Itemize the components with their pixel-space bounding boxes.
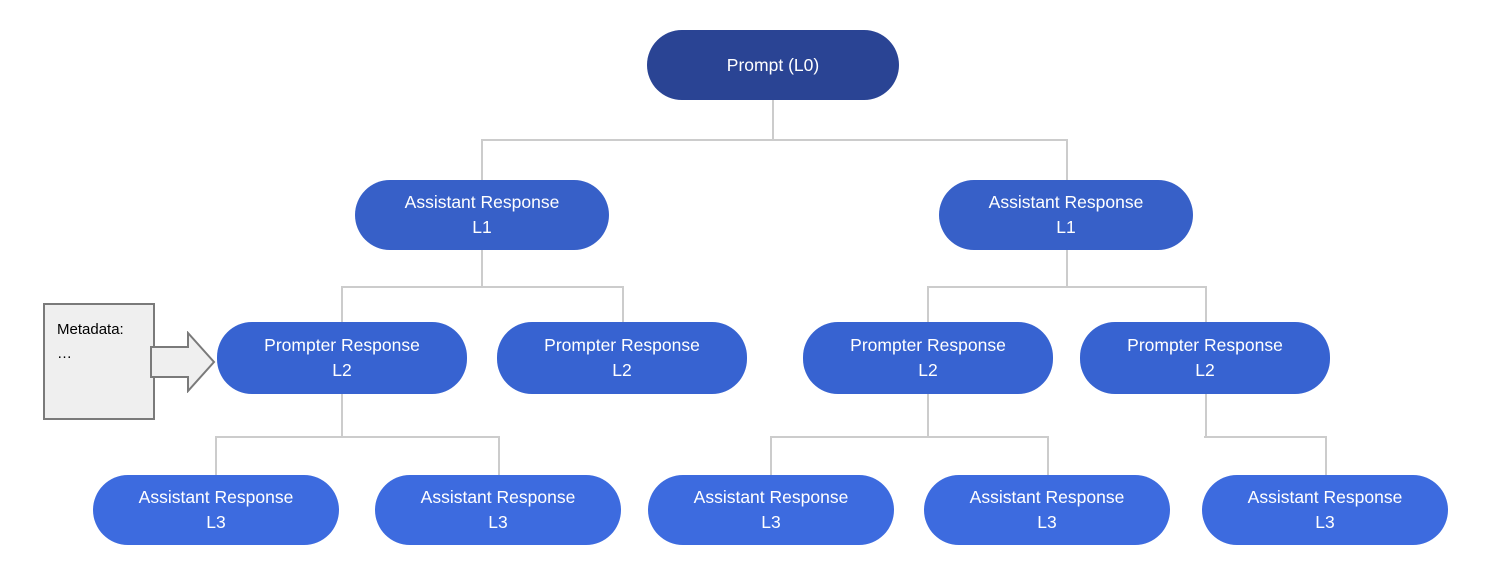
- node-label: Assistant Response: [969, 487, 1125, 507]
- connector: [215, 436, 217, 475]
- node-label: Prompter Response: [264, 335, 420, 355]
- connector: [341, 394, 343, 438]
- node-label: Prompter Response: [544, 335, 700, 355]
- connector: [481, 250, 483, 288]
- node-level-label: L1: [1056, 217, 1076, 237]
- connector: [770, 436, 1049, 438]
- connector: [1205, 394, 1207, 438]
- node-level-label: L2: [332, 360, 352, 380]
- connector: [481, 139, 483, 180]
- connector: [215, 436, 500, 438]
- node-label: Assistant Response: [988, 192, 1144, 212]
- connector: [927, 394, 929, 438]
- tree-node-assistant-l3-1: Assistant Response L3: [93, 475, 339, 545]
- connector: [1325, 436, 1327, 475]
- tree-node-assistant-l3-5: Assistant Response L3: [1202, 475, 1448, 545]
- tree-node-assistant-l1-right: Assistant Response L1: [939, 180, 1193, 250]
- node-level-label: L3: [1037, 512, 1057, 532]
- node-label: Prompter Response: [850, 335, 1006, 355]
- connector: [927, 286, 1207, 288]
- connector: [1066, 139, 1068, 180]
- node-label: Assistant Response: [138, 487, 294, 507]
- node-level-label: L2: [612, 360, 632, 380]
- connector: [498, 436, 500, 475]
- metadata-callout-title: Metadata:: [57, 321, 124, 338]
- node-label: Prompt (L0): [726, 54, 820, 75]
- tree-node-prompt-l0: Prompt (L0): [647, 30, 899, 100]
- connector: [341, 286, 343, 322]
- connector: [481, 139, 1068, 141]
- connector: [927, 286, 929, 322]
- node-label: Prompter Response: [1127, 335, 1283, 355]
- tree-node-assistant-l1-left: Assistant Response L1: [355, 180, 609, 250]
- tree-node-assistant-l3-2: Assistant Response L3: [375, 475, 621, 545]
- node-label: Assistant Response: [404, 192, 560, 212]
- node-level-label: L3: [488, 512, 508, 532]
- tree-node-prompter-l2-3: Prompter Response L2: [803, 322, 1053, 394]
- connector: [1066, 250, 1068, 288]
- connector: [1205, 286, 1207, 322]
- tree-node-prompter-l2-1: Prompter Response L2: [217, 322, 467, 394]
- node-level-label: L2: [918, 360, 938, 380]
- tree-node-assistant-l3-4: Assistant Response L3: [924, 475, 1170, 545]
- metadata-callout-ellipsis: …: [57, 345, 72, 362]
- node-level-label: L3: [1315, 512, 1335, 532]
- connector: [1204, 436, 1327, 438]
- node-label: Assistant Response: [693, 487, 849, 507]
- metadata-arrow-icon: [150, 331, 216, 393]
- tree-node-prompter-l2-2: Prompter Response L2: [497, 322, 747, 394]
- node-level-label: L2: [1195, 360, 1215, 380]
- connector: [770, 436, 772, 475]
- tree-node-prompter-l2-4: Prompter Response L2: [1080, 322, 1330, 394]
- node-label: Assistant Response: [1247, 487, 1403, 507]
- node-label: Assistant Response: [420, 487, 576, 507]
- node-level-label: L3: [206, 512, 226, 532]
- node-level-label: L1: [472, 217, 492, 237]
- connector: [341, 286, 624, 288]
- metadata-callout-box: Metadata: …: [43, 303, 155, 420]
- connector: [622, 286, 624, 322]
- connector: [1047, 436, 1049, 475]
- node-level-label: L3: [761, 512, 781, 532]
- tree-node-assistant-l3-3: Assistant Response L3: [648, 475, 894, 545]
- connector: [772, 100, 774, 141]
